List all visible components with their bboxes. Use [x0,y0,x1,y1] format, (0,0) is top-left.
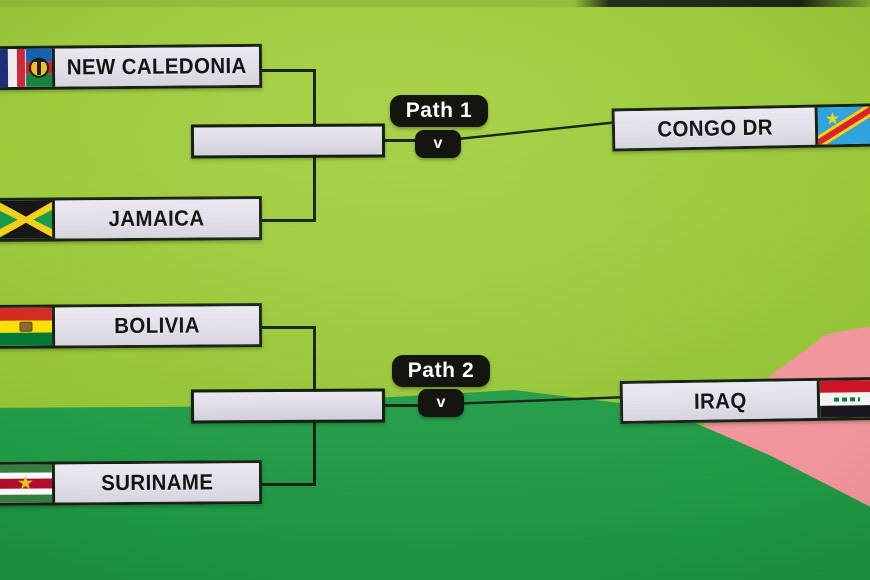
path-1-label: Path 1 [390,95,488,127]
path-2-versus-badge: v [418,389,464,417]
team-name-label: BOLIVIA [114,312,200,339]
team-plate-suriname[interactable]: ★ SURINAME [0,460,263,506]
path-label-text: Path 2 [407,359,475,382]
connector-new-caledonia [258,69,316,72]
path2-winner-slot[interactable] [190,388,386,424]
team-plate-congo-dr[interactable]: ★ CONGO DR [611,103,870,152]
team-name-band: NEW CALEDONIA [54,46,260,87]
connector-path1-winner-out [383,139,423,142]
team-name-band: SURINAME [54,463,260,503]
team-name-label: IRAQ [693,387,747,414]
team-name-band: CONGO DR [614,107,816,149]
iraq-flag [816,380,870,418]
jamaica-flag [0,200,56,239]
bolivia-flag [0,307,56,346]
screen-top-edge [0,0,870,7]
team-name-label: CONGO DR [657,113,773,142]
suriname-flag: ★ [0,464,56,503]
connector-path2-to-iraq [448,385,628,415]
congo-dr-flag: ★ [814,106,870,145]
path1-winner-slot[interactable] [190,123,386,159]
connector-bolivia [258,326,316,329]
connector-jamaica [258,219,316,222]
team-name-band: BOLIVIA [54,306,260,346]
connector-path2-winner-out [383,404,423,407]
connector-suriname [258,483,316,486]
versus-label-text: v [433,135,443,152]
team-plate-jamaica[interactable]: JAMAICA [0,196,263,242]
team-name-label: SURINAME [100,469,214,496]
path-2-label: Path 2 [392,355,490,387]
path-label-text: Path 1 [405,99,473,122]
team-plate-new-caledonia[interactable]: NEW CALEDONIA [0,43,263,91]
team-name-band: IRAQ [622,380,818,421]
new-caledonia-flag [0,48,56,88]
team-plate-bolivia[interactable]: BOLIVIA [0,303,263,349]
versus-label-text: v [436,394,446,411]
team-name-label: JAMAICA [109,205,205,232]
path-1-versus-badge: v [415,130,461,158]
team-name-label: NEW CALEDONIA [66,52,248,80]
connector-path1-to-congo-dr [448,108,628,148]
team-name-band: JAMAICA [54,199,260,239]
team-plate-iraq[interactable]: IRAQ [619,376,870,425]
